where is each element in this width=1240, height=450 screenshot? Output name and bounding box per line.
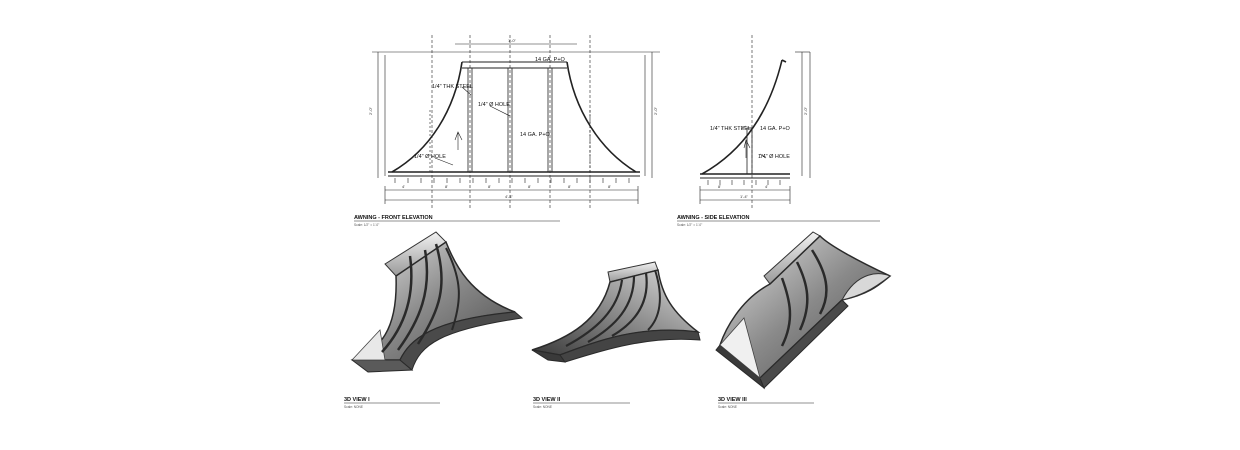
svg-text:8': 8'	[568, 184, 571, 189]
front-dimension-lines: 1'-0" 2'-0" 2'-0" 4' 8' 8' 8' 8' 8' 4'-4…	[368, 35, 660, 210]
side-note-hole: 1/4" Ø HOLE	[758, 154, 790, 160]
side-note-material: 14 GA. P+O	[760, 126, 791, 132]
front-elevation-title: AWNING - FRONT ELEVATION	[354, 215, 433, 221]
view-1-render	[350, 231, 524, 373]
front-elevation-scale: Scale: 1/2" = 1'-0"	[354, 223, 379, 227]
side-elevation-drawing: 2'-0" 1'-4" 8' 4' 1/4" THK STEEL 14 GA. …	[677, 35, 880, 227]
svg-text:8': 8'	[445, 184, 448, 189]
svg-text:4': 4'	[765, 184, 768, 189]
front-note-hole-lower: 1/4" Ø HOLE	[414, 154, 446, 160]
front-awning-outline	[388, 61, 640, 183]
side-dimension-lines: 2'-0" 1'-4" 8' 4'	[699, 35, 811, 210]
front-bolt-ticks	[394, 178, 630, 183]
svg-text:4': 4'	[402, 184, 405, 189]
front-elevation-drawing: 1'-0" 2'-0" 2'-0" 4' 8' 8' 8' 8' 8' 4'-4…	[354, 35, 660, 227]
view-3-scale: Scale: NONE	[718, 405, 737, 409]
svg-text:8': 8'	[718, 184, 721, 189]
view-1-title: 3D VIEW I	[344, 397, 370, 403]
view-2-title: 3D VIEW II	[533, 397, 561, 403]
view-3-render	[715, 231, 892, 390]
front-note-hole-upper: 1/4" Ø HOLE	[478, 102, 510, 108]
svg-text:1'-0": 1'-0"	[508, 38, 517, 43]
svg-text:1'-4": 1'-4"	[740, 194, 749, 199]
side-elevation-title: AWNING - SIDE ELEVATION	[677, 215, 750, 221]
front-note-top-material: 14 GA. P+O	[535, 57, 566, 63]
svg-text:8': 8'	[528, 184, 531, 189]
svg-text:4'-4": 4'-4"	[505, 194, 514, 199]
view-3-title: 3D VIEW III	[718, 397, 747, 403]
svg-text:8': 8'	[488, 184, 491, 189]
front-note-material: 14 GA. P+O	[520, 132, 551, 138]
view-2-scale: Scale: NONE	[533, 405, 552, 409]
view-1-scale: Scale: NONE	[344, 405, 363, 409]
side-elevation-scale: Scale: 1/2" = 1'-0"	[677, 223, 702, 227]
svg-text:2'-0": 2'-0"	[803, 106, 808, 115]
svg-text:2'-0": 2'-0"	[653, 106, 658, 115]
side-note-tube-steel: 1/4" THK STEEL	[710, 126, 751, 132]
svg-text:2'-0": 2'-0"	[368, 106, 373, 115]
svg-text:8': 8'	[608, 184, 611, 189]
view-2-render	[531, 261, 701, 363]
side-awning-outline	[700, 59, 790, 185]
front-note-tube-steel: 1/4" THK STEEL	[432, 84, 473, 90]
